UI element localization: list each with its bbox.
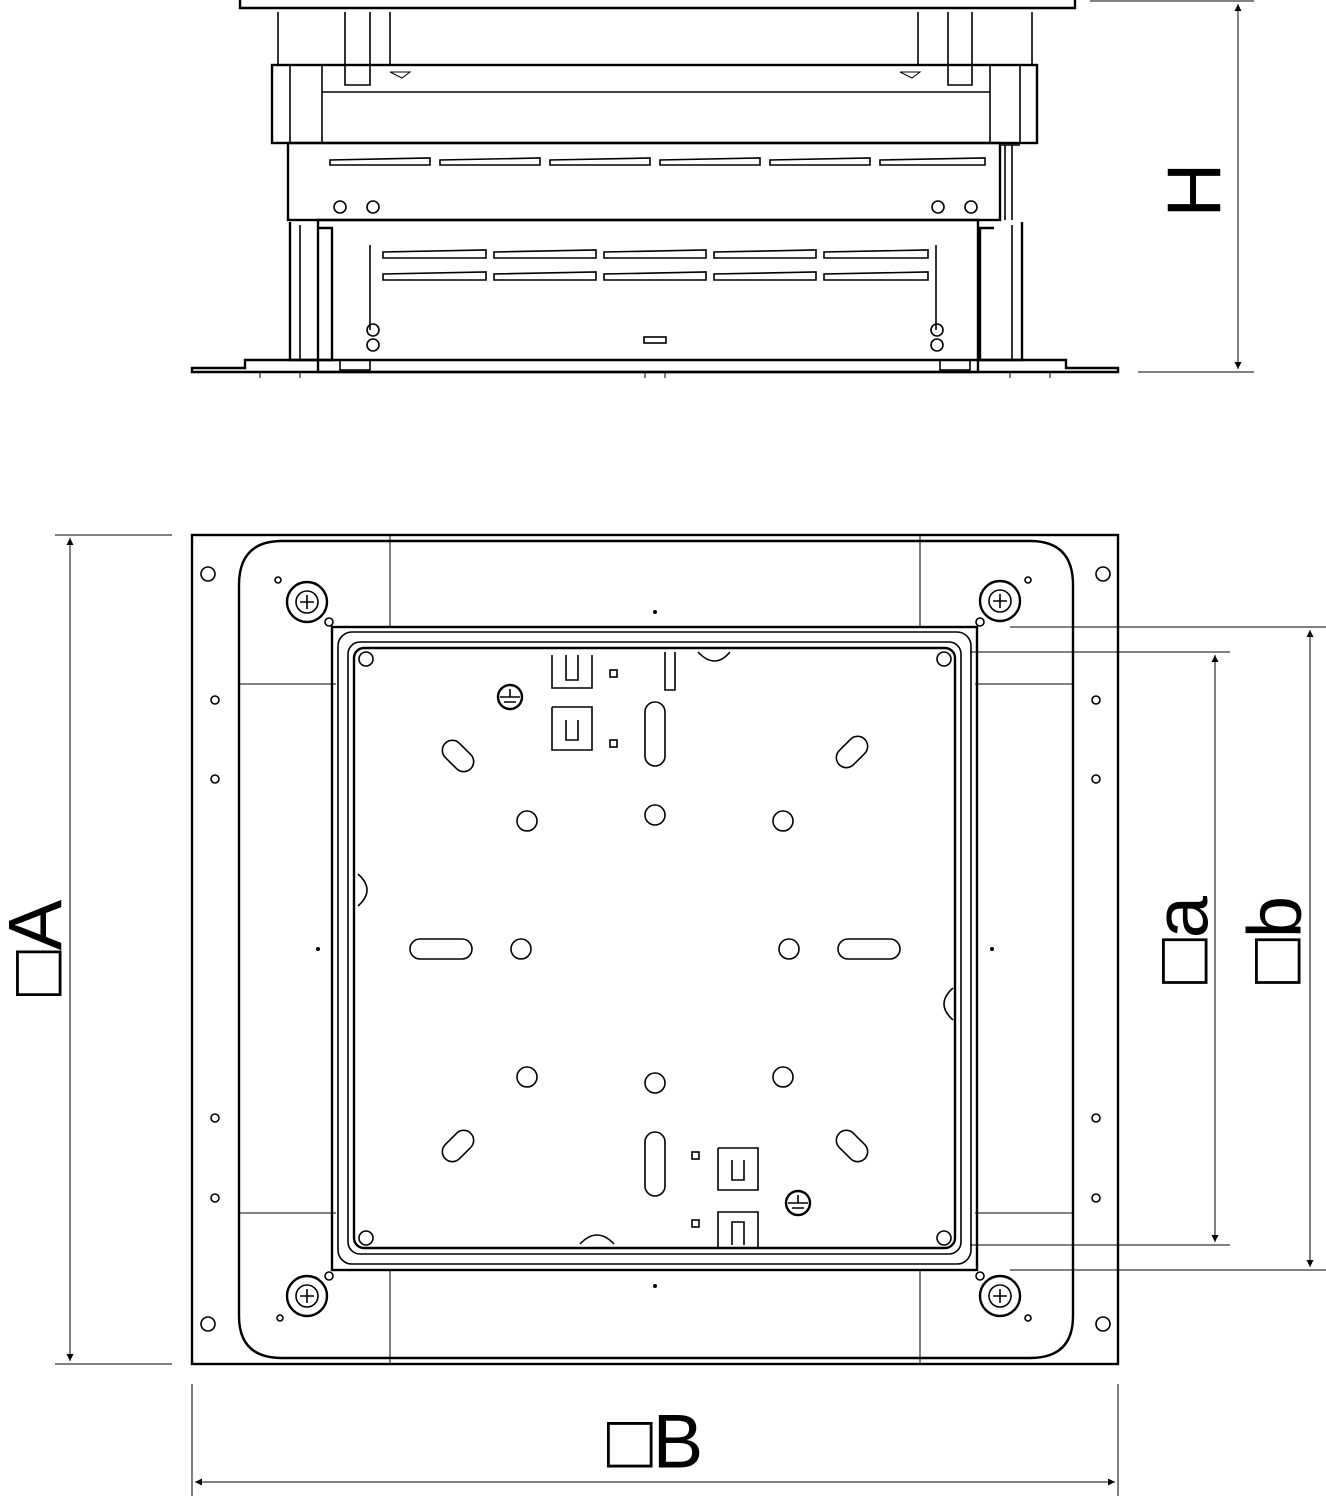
label-height: H <box>1153 163 1238 218</box>
leveling-screw-top-left <box>274 576 334 627</box>
mounting-holes <box>510 804 800 1094</box>
dimension-inner-a <box>970 651 1230 1246</box>
leveling-screw-bottom-right <box>975 1271 1032 1322</box>
label-outer-b: □B <box>607 1400 704 1485</box>
label-inner-a: □a <box>1140 895 1225 984</box>
leveling-screw-top-right <box>975 576 1032 627</box>
label-inner-b: □b <box>1233 896 1318 984</box>
dimension-outer-b <box>191 1384 1119 1496</box>
side-slots-lower <box>382 249 929 281</box>
label-outer-a: □A <box>0 899 79 996</box>
top-view <box>190 533 1120 1366</box>
side-view <box>190 0 1120 378</box>
leveling-screw-bottom-left <box>276 1271 334 1322</box>
mounting-slots <box>409 701 901 1197</box>
dimension-h <box>1090 0 1254 373</box>
side-slots-upper <box>329 157 986 166</box>
dimension-outer-a <box>55 534 172 1365</box>
dimension-inner-b <box>1010 626 1326 1271</box>
